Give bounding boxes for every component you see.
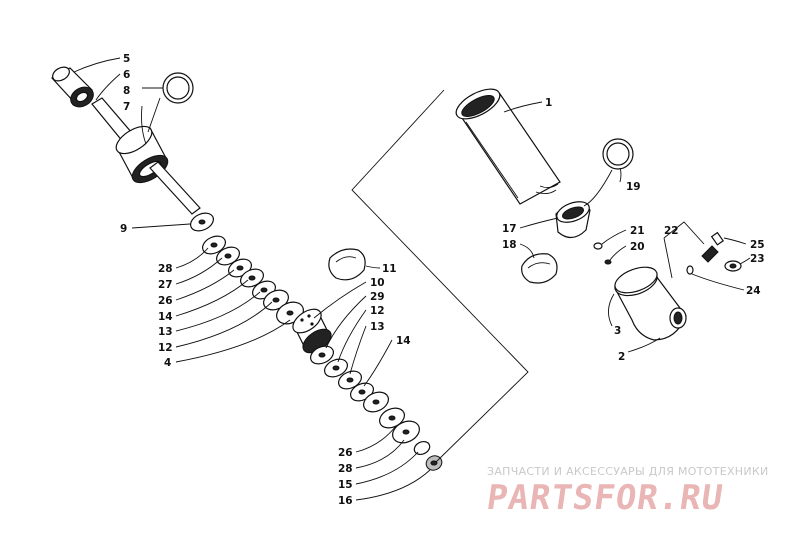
callout-4: 4 <box>164 357 171 369</box>
callout-7: 7 <box>123 101 130 113</box>
collar-17 <box>555 201 591 239</box>
callout-15: 15 <box>338 479 353 491</box>
callout-13: 13 <box>158 326 173 338</box>
callout-12-right: 12 <box>370 305 385 317</box>
callout-8: 8 <box>123 85 130 97</box>
part-20 <box>604 259 612 265</box>
body-tube-1 <box>455 88 561 205</box>
part-21 <box>593 242 603 250</box>
assembly-bracket <box>351 89 705 463</box>
split-ring-11 <box>328 248 366 281</box>
callout-24: 24 <box>746 285 761 297</box>
callout-14-right: 14 <box>396 335 411 347</box>
callout-12: 12 <box>158 342 173 354</box>
rod-eye-bushing <box>51 66 94 108</box>
callout-6: 6 <box>123 69 130 81</box>
piston-rod <box>149 161 201 215</box>
callout-17: 17 <box>502 223 517 235</box>
callout-9: 9 <box>120 223 127 235</box>
callout-2: 2 <box>618 351 625 363</box>
callout-28-bottom: 28 <box>338 463 353 475</box>
callout-16: 16 <box>338 495 353 507</box>
shock-body-assembly <box>455 88 742 341</box>
callout-18: 18 <box>502 239 517 251</box>
washer-stack-upper <box>190 212 304 325</box>
callout-20: 20 <box>630 241 645 253</box>
valve-25 <box>701 231 724 263</box>
callout-1: 1 <box>545 97 552 109</box>
callout-23: 23 <box>750 253 765 265</box>
callout-27: 27 <box>158 279 173 291</box>
o-ring-24 <box>686 265 694 275</box>
piston-4 <box>292 308 332 354</box>
callout-11: 11 <box>382 263 397 275</box>
watermark-logo: PARTSFOR.RU <box>484 478 726 518</box>
callout-3: 3 <box>614 325 621 337</box>
callout-14: 14 <box>158 311 173 323</box>
callout-10: 10 <box>370 277 385 289</box>
callout-21: 21 <box>630 225 645 237</box>
callout-numbers: 5 6 8 7 9 28 27 26 14 13 12 4 11 10 29 1… <box>120 53 765 507</box>
washer-stack-lower <box>310 345 443 471</box>
callout-29: 29 <box>370 291 385 303</box>
ring-3 <box>614 266 658 294</box>
callout-22: 22 <box>664 225 679 237</box>
callout-26: 26 <box>158 295 173 307</box>
callout-13-right: 13 <box>370 321 385 333</box>
shock-rod-assembly <box>51 66 443 471</box>
leader-lines <box>73 57 751 501</box>
split-ring-18 <box>521 253 558 284</box>
callout-26-bottom: 26 <box>338 447 353 459</box>
watermark-caption: ЗАПЧАСТИ И АКСЕССУАРЫ ДЛЯ МОТОТЕХНИКИ <box>487 465 769 478</box>
callout-5: 5 <box>123 53 130 65</box>
callout-28: 28 <box>158 263 173 275</box>
callout-25: 25 <box>750 239 765 251</box>
callout-19: 19 <box>626 181 641 193</box>
